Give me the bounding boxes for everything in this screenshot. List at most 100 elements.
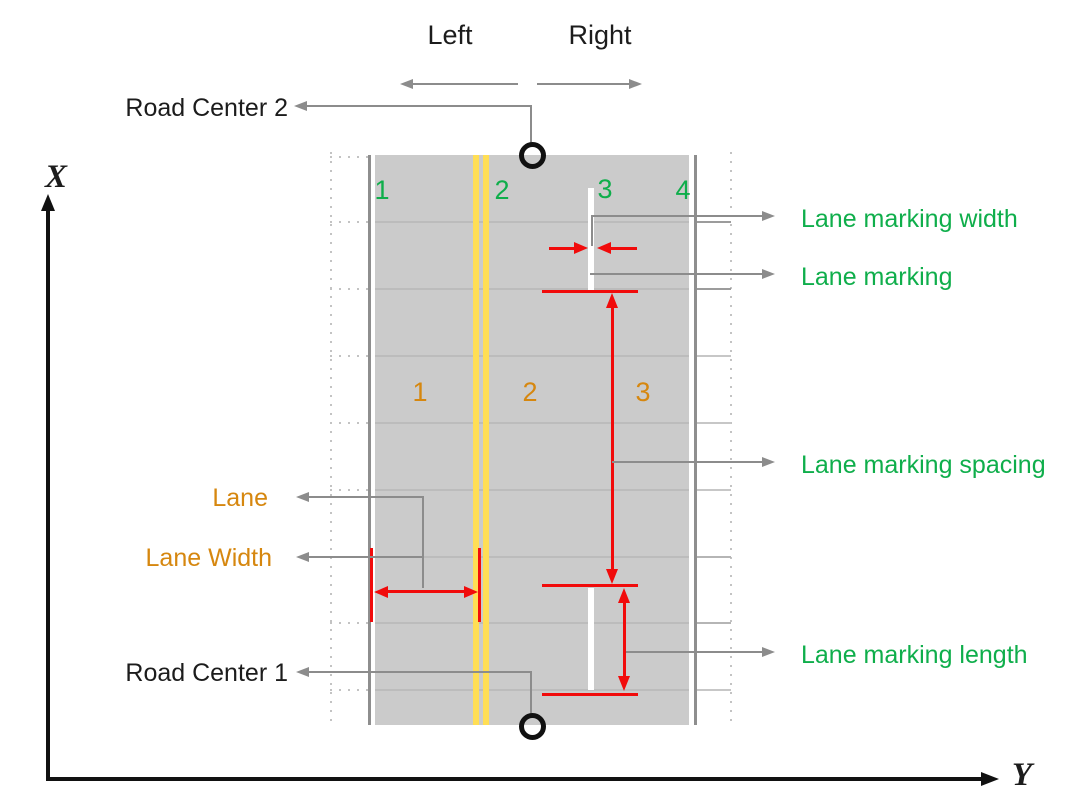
road-gridline <box>371 355 694 357</box>
road-surface <box>371 155 694 725</box>
road-gridline <box>371 489 694 491</box>
marking-length-pointer-arrowhead <box>762 647 775 657</box>
marking-width-arrow-line-left <box>549 247 576 250</box>
marking-spacing-pointer-arrowhead <box>762 457 775 467</box>
right-road-border-line <box>694 155 697 725</box>
y-axis-arrowhead <box>981 772 999 786</box>
road-center-2-marker <box>519 142 546 169</box>
grid-extension <box>697 221 731 223</box>
road-center-2-pointer-h <box>306 105 532 107</box>
marking-width-arrowhead-left <box>574 242 588 254</box>
grid-extension <box>697 689 731 691</box>
marking-number-1: 1 <box>374 175 390 205</box>
grid-dotted-segment <box>330 156 368 158</box>
grid-dotted-segment <box>330 689 368 691</box>
road-gridline <box>371 221 694 223</box>
grid-extension <box>697 489 731 491</box>
lane-width-pointer-arrowhead <box>296 552 309 562</box>
grid-extension <box>697 556 731 558</box>
marking-spacing-arrowhead-bottom <box>606 569 618 584</box>
marking-length-callout-label: Lane marking length <box>801 641 1028 669</box>
lane-marking-4-solid-white <box>689 155 694 725</box>
grid-extension <box>697 422 731 424</box>
grid-dotted-segment <box>330 489 368 491</box>
right-direction-arrowhead <box>629 79 642 89</box>
left-dotted-gridline <box>330 152 332 728</box>
marking-number-3: 3 <box>597 174 613 204</box>
grid-dotted-segment <box>330 221 368 223</box>
lane-pointer-arrowhead <box>296 492 309 502</box>
marking-length-arrowhead-top <box>618 588 630 603</box>
lane-width-arrowhead-left <box>374 586 388 598</box>
marking-width-callout-label: Lane marking width <box>801 205 1018 233</box>
marking-width-arrow-line-right <box>611 247 637 250</box>
grid-dotted-segment <box>330 355 368 357</box>
road-gridline <box>371 556 694 558</box>
marking-bottom-extension-line <box>542 693 638 696</box>
road-center-1-pointer-v <box>530 671 532 714</box>
right-direction-line <box>537 83 630 85</box>
lane-marking-1-solid-white <box>371 155 375 725</box>
road-center-1-arrowhead <box>296 667 309 677</box>
road-center-2-arrowhead <box>294 101 307 111</box>
marking-length-pointer-h <box>626 651 763 653</box>
lane-marking-3-dash-bottom <box>588 588 594 690</box>
marking-length-arrowhead-bottom <box>618 676 630 691</box>
road-gridline <box>371 422 694 424</box>
grid-dotted-segment <box>330 422 368 424</box>
lane-number-2: 2 <box>522 377 538 407</box>
x-axis-arrowhead <box>41 194 55 211</box>
marking-top-extension-line <box>542 290 638 293</box>
center-line-yellow-stripe-left <box>473 155 479 725</box>
grid-extension <box>697 622 731 624</box>
center-line-yellow-stripe-right <box>483 155 489 725</box>
marking-number-2: 2 <box>494 175 510 205</box>
left-direction-line <box>412 83 518 85</box>
lane-callout-label: Lane <box>212 484 268 512</box>
road-center-1-marker <box>519 713 546 740</box>
marking-width-arrowhead-right <box>597 242 611 254</box>
marking-mid-extension-line <box>542 584 638 587</box>
marking-length-arrow-line <box>623 600 626 679</box>
marking-width-pointer-v <box>591 215 593 246</box>
grid-extension <box>697 355 731 357</box>
road-center-2-pointer-v <box>530 105 532 144</box>
left-road-border-line <box>368 155 371 725</box>
left-direction-label: Left <box>427 20 473 50</box>
right-dotted-gridline <box>730 152 732 728</box>
road-gridline <box>371 622 694 624</box>
lane-pointer-h <box>308 496 424 498</box>
lane-width-arrow-line <box>386 590 466 593</box>
lane-width-pointer-h <box>308 556 424 558</box>
grid-extension <box>697 288 731 290</box>
road-center-1-label: Road Center 1 <box>125 659 288 687</box>
left-direction-arrowhead <box>400 79 413 89</box>
marking-number-4: 4 <box>675 175 691 205</box>
marking-callout-label: Lane marking <box>801 263 953 291</box>
marking-width-pointer-h <box>591 215 763 217</box>
road-gridline <box>371 288 694 290</box>
road-center-2-label: Road Center 2 <box>125 94 288 122</box>
lane-width-tick-right <box>478 548 481 622</box>
grid-dotted-segment <box>330 622 368 624</box>
lane-width-tick-left <box>370 548 373 622</box>
marking-spacing-arrow-line <box>611 306 614 572</box>
x-axis-line <box>46 207 50 781</box>
lane-width-arrowhead-right <box>464 586 478 598</box>
x-axis-label: X <box>44 159 67 195</box>
lane-number-1: 1 <box>412 377 428 407</box>
marking-spacing-pointer-h <box>612 461 763 463</box>
marking-spacing-callout-label: Lane marking spacing <box>801 451 1046 479</box>
marking-pointer-h <box>590 273 763 275</box>
marking-spacing-arrowhead-top <box>606 293 618 308</box>
lane-pointer-v <box>422 496 424 588</box>
road-gridline <box>371 689 694 691</box>
lane-width-callout-label: Lane Width <box>145 544 272 572</box>
marking-width-pointer-arrowhead <box>762 211 775 221</box>
grid-dotted-segment <box>330 288 368 290</box>
y-axis-label: Y <box>1011 757 1033 793</box>
y-axis-line <box>46 777 984 781</box>
lane-number-3: 3 <box>635 377 651 407</box>
road-center-1-pointer-h <box>308 671 532 673</box>
